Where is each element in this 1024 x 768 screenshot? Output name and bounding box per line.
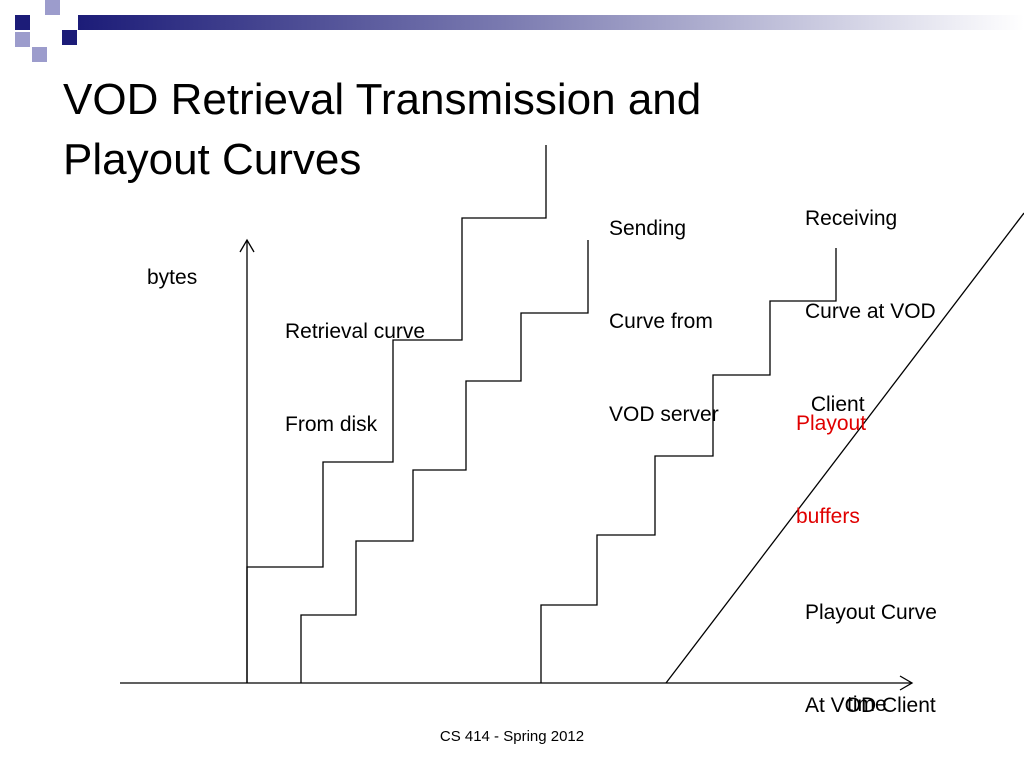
label-line: Curve from	[609, 310, 713, 333]
label-line: Playout Curve	[805, 601, 937, 624]
header-gradient-bar	[78, 15, 1024, 30]
decor-square	[32, 47, 47, 62]
decor-square	[15, 32, 30, 47]
label-line: Retrieval curve	[285, 320, 426, 343]
label-line: From disk	[285, 413, 378, 436]
receiving-curve-label: Receiving Curve at VOD Client	[805, 141, 936, 451]
slide-title: VOD Retrieval Transmission and Playout C…	[63, 70, 701, 190]
decor-square	[45, 0, 60, 15]
slide-footer: CS 414 - Spring 2012	[439, 728, 585, 745]
label-line: VOD server	[609, 403, 719, 426]
decor-square	[62, 30, 77, 45]
y-axis-label: bytes	[147, 266, 198, 289]
label-line: Sending	[609, 217, 687, 240]
sending-curve-label: Sending Curve from VOD server	[609, 151, 719, 461]
label-line: buffers	[796, 505, 860, 528]
playout-buffers-label: Playout buffers	[796, 346, 866, 563]
slide-title-line: VOD Retrieval Transmission and	[63, 75, 702, 124]
decor-square	[15, 15, 30, 30]
x-axis-label: time	[847, 693, 887, 716]
y-axis-arrowhead	[239, 238, 255, 253]
label-line: At VOD Client	[805, 694, 936, 717]
label-line: Client	[805, 393, 865, 416]
label-line: Receiving	[805, 207, 898, 230]
playout-curve-label: Playout Curve At VOD Client	[805, 535, 937, 752]
retrieval-curve-label: Retrieval curve From disk	[285, 254, 425, 471]
slide-title-line: Playout Curves	[63, 135, 362, 184]
label-line: Playout	[796, 412, 867, 435]
label-line: Curve at VOD	[805, 300, 936, 323]
